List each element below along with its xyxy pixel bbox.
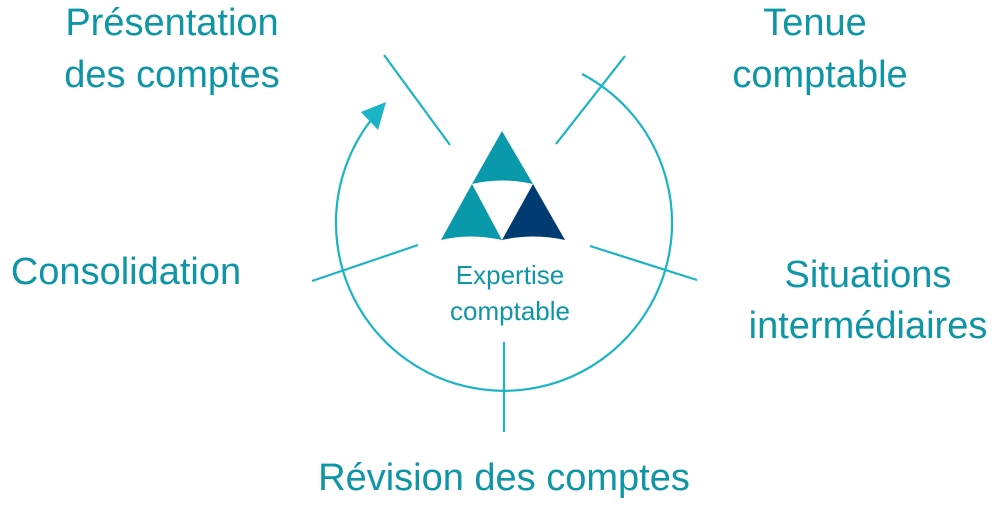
- label-presentation-line1: Présentation: [65, 2, 278, 44]
- label-consolidation: Consolidation: [11, 251, 241, 293]
- label-presentation-line2: des comptes: [64, 54, 279, 96]
- spoke-situations: [589, 244, 698, 282]
- label-revision: Révision des comptes: [318, 457, 690, 499]
- arrowhead-icon: [361, 102, 386, 130]
- label-tenue-line1: Tenue: [763, 2, 867, 44]
- spoke-consolidation: [311, 243, 419, 283]
- center-title-line1: Expertise: [456, 260, 564, 290]
- center-title-line2: comptable: [450, 296, 570, 326]
- spoke-tenue: [555, 55, 626, 145]
- label-situations-line1: Situations: [785, 254, 952, 296]
- label-tenue-line2: comptable: [732, 54, 907, 96]
- spoke-presentation: [383, 54, 451, 146]
- logo-triangle-icon: [441, 131, 565, 240]
- cycle-arc: [334, 73, 674, 392]
- label-situations-line2: intermédiaires: [749, 305, 988, 347]
